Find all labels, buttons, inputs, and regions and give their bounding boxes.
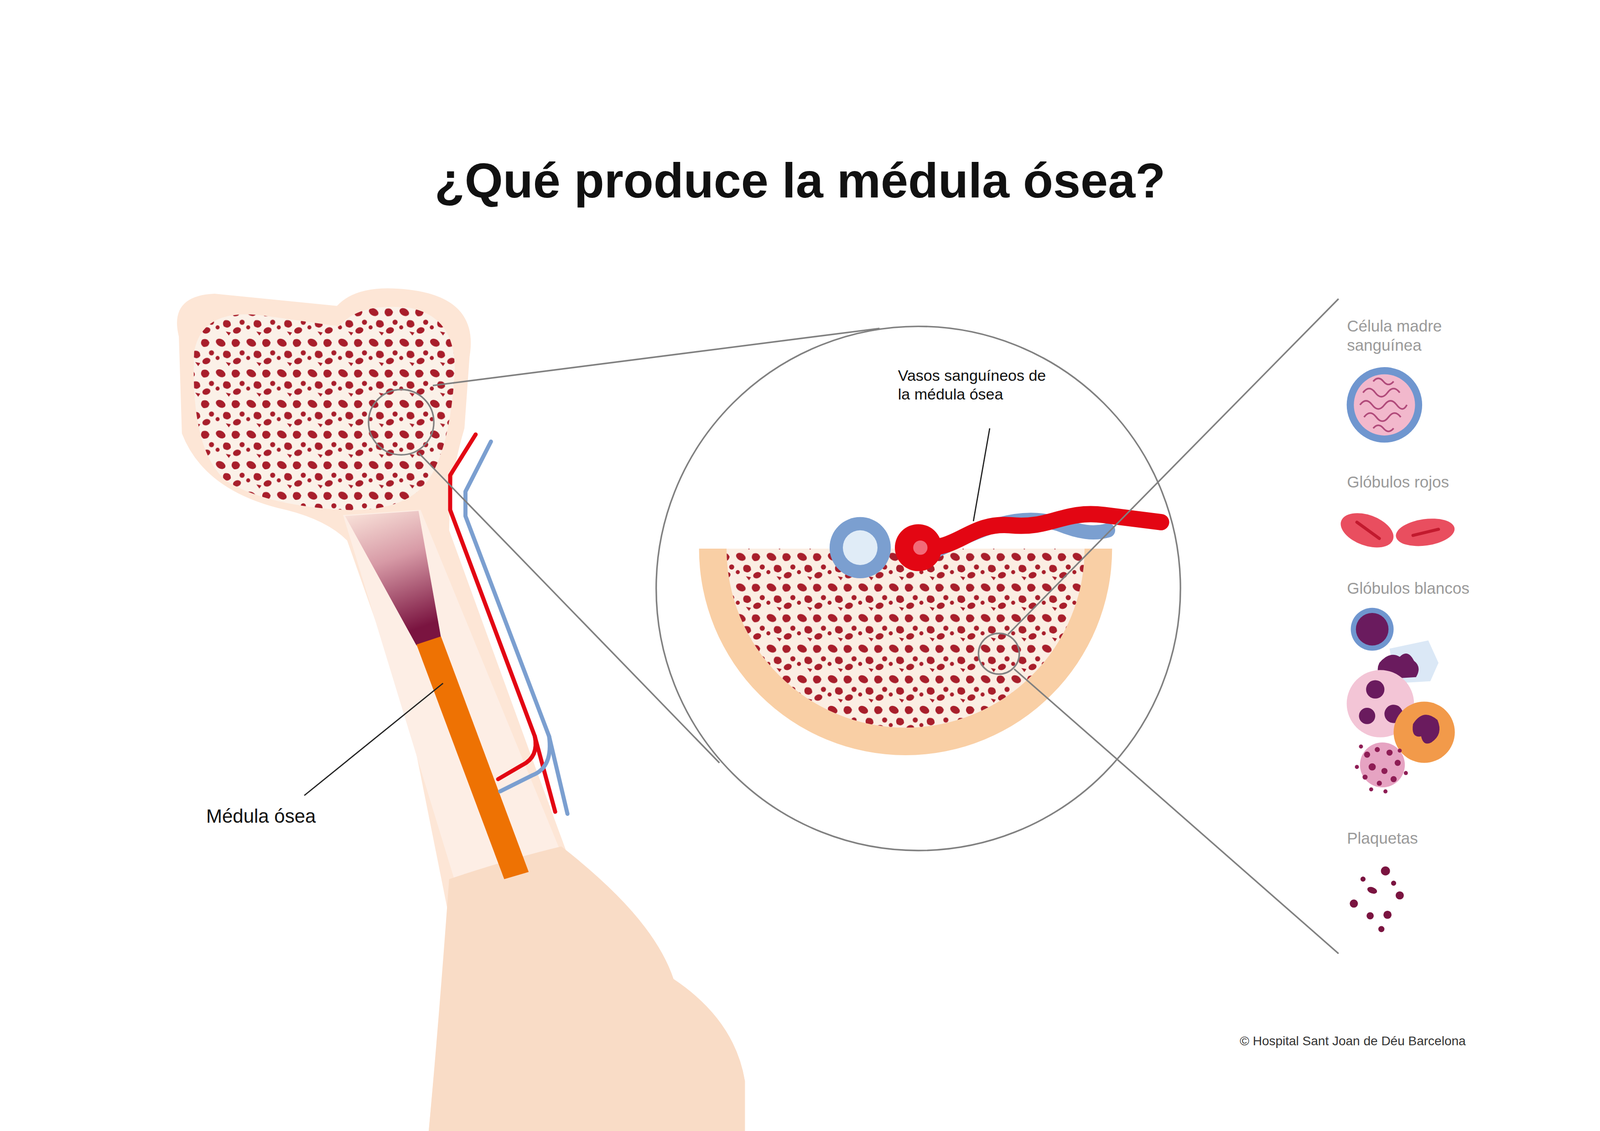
cortical-bone — [699, 548, 1113, 756]
bone-outline — [176, 288, 745, 1131]
platelets — [1349, 866, 1404, 933]
spongy-bone-pattern — [193, 306, 455, 511]
red-blood-cells — [1335, 506, 1457, 555]
marrow-cavity — [726, 548, 1085, 728]
red-blood-cell — [1394, 515, 1457, 551]
copyright-note: © Hospital Sant Joan de Déu Barcelona — [1239, 1033, 1466, 1050]
cell-nucleus — [1358, 707, 1376, 725]
stem-cell — [1346, 367, 1423, 443]
stem-cell-icon — [1346, 367, 1423, 443]
cell-nucleus — [1355, 612, 1389, 646]
zoom-line — [1014, 669, 1339, 954]
artery-cross-section — [894, 524, 942, 572]
femur — [176, 288, 745, 1131]
artery-vessel — [920, 514, 1162, 548]
cell-nucleus — [1366, 680, 1385, 699]
part-label: Vasos sanguíneos de la médula ósea — [898, 366, 1052, 404]
cell-label: Célula madre sanguínea — [1346, 316, 1468, 355]
bone-distal-end — [428, 846, 745, 1131]
zoom-line — [1007, 298, 1339, 635]
part-label: Médula ósea — [206, 805, 317, 828]
marrow-pattern — [726, 548, 1085, 728]
basophil — [1355, 742, 1408, 794]
leader-lines — [304, 298, 1339, 954]
zoom-guides — [368, 326, 1181, 851]
zoom-line — [418, 452, 720, 764]
leader-line — [304, 683, 443, 796]
metaphysis-gradient — [345, 510, 442, 646]
cell-center — [1356, 522, 1380, 539]
stem-cell-nucleus — [1353, 374, 1415, 436]
vein-branch — [500, 736, 551, 792]
cell-label: Plaquetas — [1346, 828, 1419, 848]
cell-label: Glóbulos rojos — [1346, 472, 1450, 492]
cell-nucleus — [1412, 714, 1440, 744]
title: ¿Qué produce la médula ósea? — [0, 150, 1600, 211]
leader-line — [973, 428, 990, 521]
zoom-source-circle — [368, 389, 434, 455]
eosinophil — [1393, 701, 1455, 764]
red-blood-cell — [1335, 506, 1398, 555]
chromatin — [1360, 378, 1408, 432]
cell-center — [1412, 529, 1439, 536]
spongy-bone-head — [193, 306, 455, 511]
white-blood-cells — [1346, 607, 1455, 794]
vein-cross-section — [829, 517, 891, 579]
bone-vessels — [450, 434, 568, 815]
artery-branch — [498, 736, 536, 780]
zoom-circle — [656, 326, 1181, 851]
vein — [465, 441, 568, 814]
artery-lumen — [913, 540, 928, 555]
cell-label: Glóbulos blancos — [1346, 578, 1470, 598]
lymphocyte — [1350, 607, 1394, 651]
zoom-line — [432, 328, 880, 386]
vein-lumen — [842, 530, 878, 566]
zoom-source-circle — [978, 633, 1019, 675]
